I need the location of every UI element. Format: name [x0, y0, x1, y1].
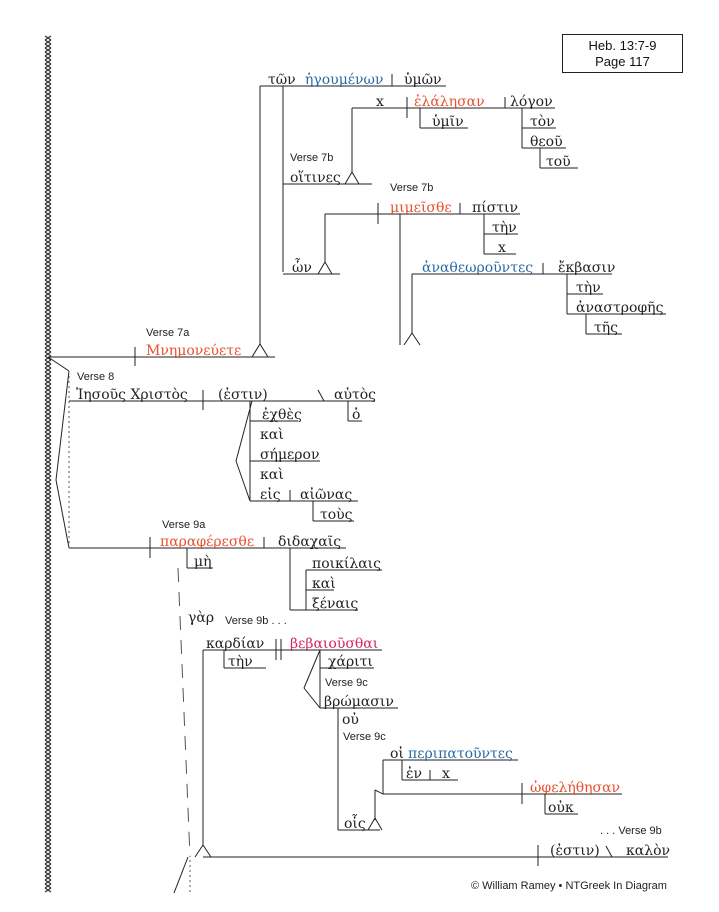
word-en: ἐν — [406, 765, 422, 782]
word-ekbasin: ἔκβασιν — [558, 259, 615, 276]
word-iesous: Ἰησοῦς Χριστὸς — [76, 386, 188, 403]
word-tous: τοὺς — [320, 507, 353, 523]
word-autos: αὐτὸς — [334, 386, 376, 403]
verse-label-v9b: Verse 9b . . . — [225, 615, 287, 627]
word-elalesan: ἐλάλησαν — [414, 93, 485, 110]
word-echthes: ἐχθὲς — [262, 406, 302, 423]
verse-label-v8: Verse 8 — [77, 371, 114, 383]
verse-label-v9c-a: Verse 9c — [325, 677, 368, 689]
word-kai1: καὶ — [260, 426, 284, 443]
word-anatheorountes: ἀναθεωροῦντες — [422, 259, 533, 276]
diagram-lines — [47, 74, 668, 894]
word-semeron: σήμερον — [260, 447, 319, 463]
word-estin2: (ἐστιν) — [550, 842, 600, 859]
left-margin-border — [44, 35, 52, 893]
word-pistin: πίστιν — [472, 199, 518, 216]
word-ho: ὁ — [352, 406, 360, 423]
reference-box: Heb. 13:7-9 Page 117 — [562, 34, 683, 73]
word-humin: ὑμῖν — [432, 113, 464, 130]
verse-label-v9b-end: . . . Verse 9b — [600, 825, 662, 837]
word-bromasin: βρώμασιν — [324, 694, 394, 710]
word-aionas: αἰῶνας — [300, 486, 352, 503]
word-x1: x — [376, 94, 384, 110]
word-humon: ὑμῶν — [404, 71, 442, 88]
word-bebaiousthai: βεβαιοῦσθαι — [290, 636, 378, 652]
word-eis: εἰς — [260, 486, 281, 503]
word-ophelethesan: ὠφελήθησαν — [530, 779, 620, 796]
greek-words: τῶν ἡγουμένων ὑμῶν x ἐλάλησαν λόγον ὑμῖν τὸν θεο… — [76, 71, 670, 859]
verse-label-v7b-b: Verse 7b — [390, 182, 433, 194]
word-didachais: διδαχαῖς — [278, 534, 341, 550]
word-poikilais: ποικίλαις — [312, 555, 381, 572]
word-chariti: χάριτι — [328, 654, 373, 670]
word-ten: τὴν — [492, 220, 517, 236]
verse-label-v9a: Verse 9a — [162, 519, 206, 531]
word-hon: ὧν — [292, 257, 312, 276]
verse-label-v7b-a: Verse 7b — [290, 152, 333, 164]
word-ou: οὐ — [342, 711, 359, 728]
word-me: μὴ — [194, 554, 212, 570]
verse-label-v9c-b: Verse 9c — [343, 731, 386, 743]
word-hoitines: οἵτινες — [290, 169, 341, 186]
word-parapheresthe: παραφέρεσθε — [160, 533, 254, 550]
word-peripatountes: περιπατοῦντες — [408, 746, 513, 762]
word-x2: x — [498, 240, 506, 256]
word-tes: τῆς — [594, 320, 618, 336]
word-tou: τοῦ — [546, 154, 571, 170]
word-x3: x — [442, 766, 450, 782]
word-hois: οἷς — [344, 813, 366, 832]
word-kai3: καὶ — [312, 575, 336, 592]
word-ton-hegoumenon-art: τῶν — [268, 72, 296, 88]
word-ton: τὸν — [530, 114, 555, 130]
word-anastrophes: ἀναστροφῆς — [576, 299, 664, 316]
word-ten3: τὴν — [228, 654, 253, 670]
dashed-connectors — [68, 371, 191, 893]
word-ouk: οὐκ — [548, 799, 574, 816]
verse-labels: Verse 7a Verse 7b Verse 7b Verse 8 Verse 9a V… — [77, 152, 662, 837]
word-mimeisthe: μιμεῖσθε — [390, 200, 452, 216]
copyright-note: © William Ramey • NTGreek In Diagram — [471, 880, 667, 892]
word-logon: λόγον — [510, 94, 553, 110]
word-hegoumenon: ἡγουμένων — [305, 71, 383, 88]
word-xenais: ξέναις — [312, 595, 358, 612]
word-kalon: καλὸν — [626, 843, 670, 859]
word-kardian: καρδίαν — [206, 635, 264, 652]
word-mnemoneuete: Μνημονεύετε — [146, 343, 241, 359]
verse-label-v7a: Verse 7a — [146, 327, 190, 339]
word-theou: θεοῦ — [530, 134, 563, 150]
reference-page: Page 117 — [595, 53, 650, 69]
reference-passage: Heb. 13:7-9 — [588, 37, 657, 53]
word-ten2: τὴν — [576, 280, 601, 296]
word-gar: γὰρ — [188, 610, 214, 626]
word-hoi: οἱ — [390, 745, 404, 762]
word-kai2: καὶ — [260, 466, 284, 483]
word-estin1: (ἐστιν) — [218, 386, 268, 403]
